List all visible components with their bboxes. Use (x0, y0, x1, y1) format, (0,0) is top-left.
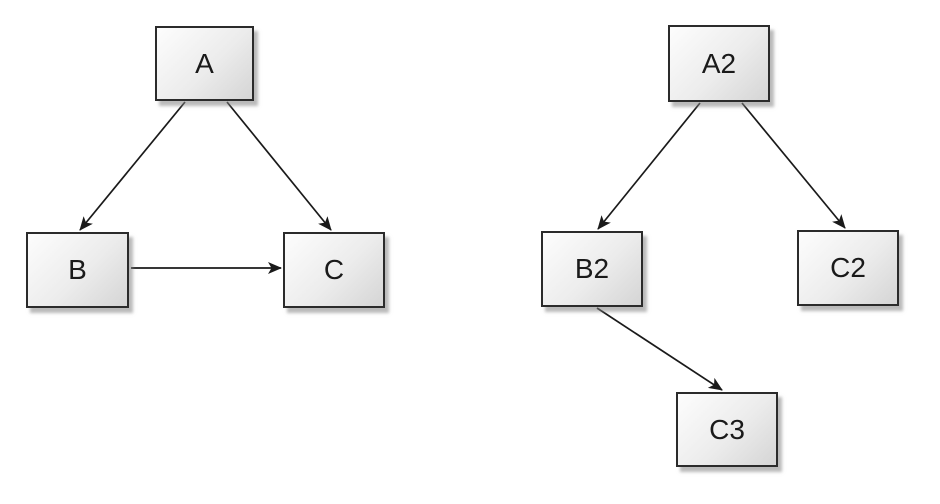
node-label-A: A (195, 47, 214, 79)
node-B[interactable]: B (26, 232, 129, 308)
node-C2[interactable]: C2 (797, 230, 899, 306)
node-label-C2: C2 (830, 252, 866, 283)
edge-A2-to-B2 (597, 102, 701, 230)
node-label-C3: C3 (709, 413, 745, 445)
node-B2[interactable]: B2 (541, 231, 643, 307)
node-C3[interactable]: C3 (676, 392, 778, 467)
edge-A-to-C (226, 101, 332, 231)
edge-B2-to-C3 (596, 307, 723, 391)
node-label-B: B (68, 254, 87, 285)
node-C[interactable]: C (283, 232, 385, 308)
edge-A2-to-C2 (741, 102, 846, 229)
edge-A-to-B (79, 101, 186, 231)
node-A2[interactable]: A2 (668, 25, 770, 102)
node-A[interactable]: A (155, 26, 254, 101)
node-label-A2: A2 (701, 47, 737, 79)
node-label-C: C (323, 254, 345, 285)
node-label-B2: B2 (574, 253, 610, 284)
